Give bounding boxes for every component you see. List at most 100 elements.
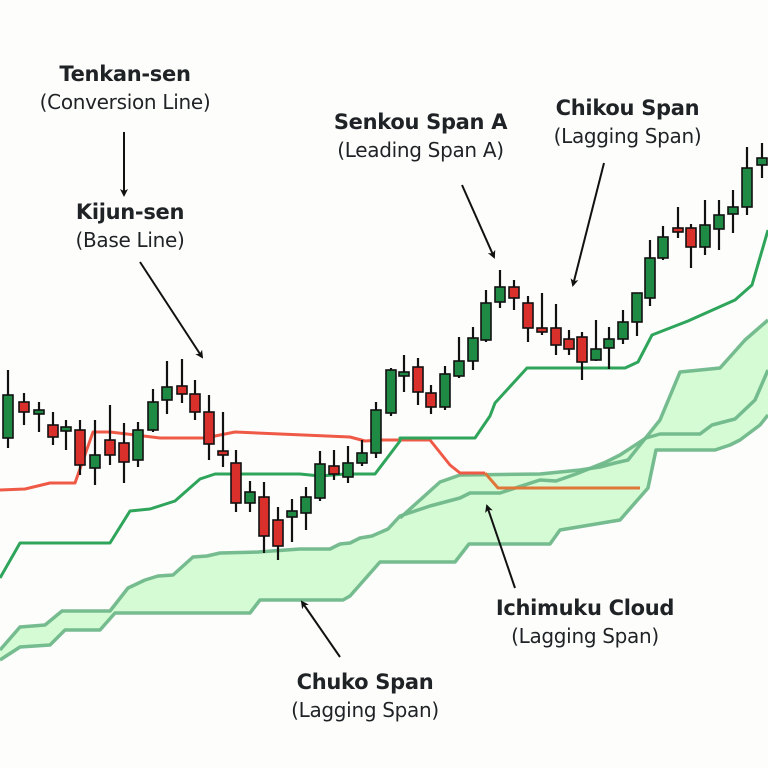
bullish-candle-body <box>699 224 711 248</box>
candle <box>398 355 410 392</box>
bullish-candle-body <box>147 401 159 431</box>
label-subtitle: (Leading Span A) <box>337 138 504 162</box>
cloud-fill <box>0 370 768 660</box>
candle <box>74 420 86 475</box>
bullish-candle-body <box>603 338 615 349</box>
candle <box>60 420 72 450</box>
candle <box>657 226 669 260</box>
label-subtitle: (Base Line) <box>75 228 185 252</box>
bullish-candle-body <box>657 236 669 259</box>
bearish-candle-body <box>328 465 340 475</box>
arrow-icon-kijun <box>139 261 204 359</box>
candle <box>314 451 326 501</box>
label-subtitle: (Lagging Span) <box>291 698 439 722</box>
bullish-candle-body <box>480 302 492 341</box>
bearish-candle-body <box>74 429 86 466</box>
candle <box>453 337 465 378</box>
candle <box>508 280 520 310</box>
label-title: Ichimuku Cloud <box>495 596 675 620</box>
bullish-candle-body <box>244 491 256 504</box>
candle <box>217 412 229 467</box>
candle <box>230 450 242 512</box>
label-tenkan-sen: Tenkan-sen (Conversion Line) <box>10 60 240 116</box>
bullish-candle-body <box>398 371 410 377</box>
candle <box>104 405 116 465</box>
bearish-candle-body <box>272 519 284 547</box>
arrow-icon-chikou <box>570 162 605 287</box>
candle <box>342 446 354 483</box>
bullish-candle-body <box>727 206 739 215</box>
candle <box>89 420 101 485</box>
bearish-candle-body <box>47 424 59 438</box>
bearish-candle-body <box>550 327 562 346</box>
label-title: Tenkan-sen <box>59 62 191 86</box>
bearish-candle-body <box>425 392 437 408</box>
candle <box>494 270 506 308</box>
bearish-candle-body <box>576 336 588 363</box>
bearish-candle-body <box>412 366 424 393</box>
bullish-candle-body <box>631 292 643 323</box>
bullish-candle-body <box>33 409 45 415</box>
bearish-candle-body <box>176 385 188 395</box>
bullish-candle-body <box>286 510 298 518</box>
bullish-candle-body <box>617 321 629 340</box>
arrow-icon-cloud <box>485 504 516 589</box>
bearish-candle-body <box>203 411 215 445</box>
label-chikou-span: Chikou Span (Lagging Span) <box>530 94 725 150</box>
candle <box>439 366 451 410</box>
label-title: Chuko Span <box>296 670 434 694</box>
bullish-candle-body <box>342 462 354 478</box>
bearish-candle-body <box>258 496 270 537</box>
candle <box>286 499 298 542</box>
candle <box>425 385 437 414</box>
bullish-candle-body <box>741 167 753 208</box>
candle <box>631 292 643 336</box>
senkou-span-b-edge <box>0 413 768 662</box>
bullish-candle-body <box>161 386 173 401</box>
candle <box>644 240 656 306</box>
bullish-candle-body <box>644 257 656 299</box>
candlesticks <box>2 143 768 560</box>
bullish-candle-body <box>2 394 14 439</box>
candle <box>370 402 382 458</box>
bullish-candle-body <box>590 348 602 361</box>
candle <box>603 327 615 369</box>
candle <box>176 359 188 403</box>
candle <box>33 402 45 432</box>
label-title: Chikou Span <box>555 96 700 120</box>
label-subtitle: (Lagging Span) <box>553 124 702 148</box>
tenkan-sen-line <box>0 430 485 492</box>
bullish-candle-body <box>356 452 368 464</box>
bullish-candle-body <box>439 373 451 408</box>
candle <box>118 423 130 483</box>
bullish-candle-body <box>494 286 506 303</box>
candle <box>203 395 215 460</box>
annotation-arrows <box>120 132 605 658</box>
bearish-candle-body <box>563 338 575 350</box>
label-title: Kijun-sen <box>75 200 185 224</box>
candle <box>18 393 30 425</box>
cloud-inner-edge <box>398 318 768 520</box>
bearish-candle-body <box>230 462 242 504</box>
label-senkou-span-a: Senkou Span A (Leading Span A) <box>308 108 533 164</box>
candle <box>550 304 562 355</box>
bullish-candle-body <box>300 496 312 514</box>
senkou-b-line <box>483 472 640 490</box>
candle <box>356 440 368 466</box>
candle <box>147 389 159 432</box>
bullish-candle-body <box>60 426 72 432</box>
candle <box>741 147 753 215</box>
label-chuko-span: Chuko Span (Lagging Span) <box>260 668 470 724</box>
label-subtitle: (Conversion Line) <box>39 90 211 114</box>
label-title: Senkou Span A <box>333 110 508 134</box>
arrow-icon-chuko <box>300 600 341 658</box>
candle <box>699 200 711 255</box>
ichimoku-cloud <box>0 318 768 662</box>
candle <box>300 487 312 530</box>
candle <box>563 330 575 355</box>
candle <box>590 320 602 361</box>
candle <box>522 296 534 342</box>
candle <box>189 380 201 420</box>
bullish-candle-body <box>385 369 397 414</box>
